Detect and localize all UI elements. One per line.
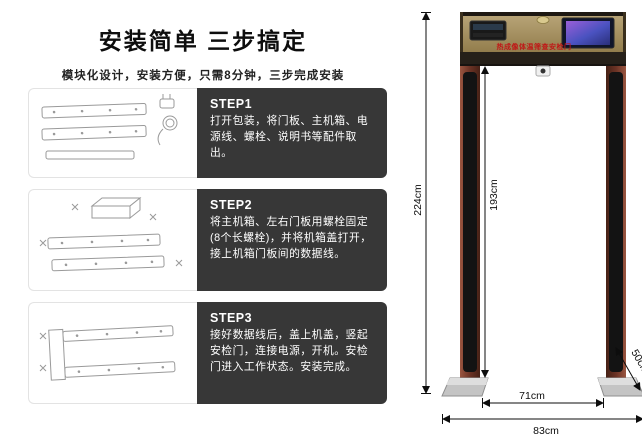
security-gate-figure: 热成像体温筛查安检门 224cm	[412, 0, 642, 440]
assemble-bolts-icon	[39, 196, 183, 272]
steps-list: STEP1 打开包装，将门板、主机箱、电源线、螺栓、说明书等配件取出。	[28, 88, 388, 404]
dimension-inner-height: 193cm	[481, 66, 500, 378]
step1-text: 打开包装，将门板、主机箱、电源线、螺栓、说明书等配件取出。	[210, 115, 369, 159]
installation-guide-panel: 安装简单 三步搞定 模块化设计，安装方便，只需8分钟，三步完成安装	[28, 28, 388, 404]
total-height-label: 224cm	[412, 184, 424, 216]
assembled-gate-icon	[39, 325, 176, 381]
step-row-1: STEP1 打开包装，将门板、主机箱、电源线、螺栓、说明书等配件取出。	[28, 88, 388, 178]
base-depth-label: 50cm	[628, 348, 642, 376]
step3-illustration	[28, 302, 197, 404]
dimension-outer-width: 83cm	[442, 414, 642, 437]
step1-illustration	[28, 88, 197, 178]
gate-crossbar: 热成像体温筛查安检门	[460, 12, 626, 77]
step2-label: STEP2	[210, 198, 253, 212]
page-subtitle: 模块化设计，安装方便，只需8分钟，三步完成安装	[61, 70, 345, 82]
inner-height-label: 193cm	[488, 179, 500, 211]
outer-width-label: 83cm	[533, 425, 559, 437]
dimension-total-height: 224cm	[412, 12, 431, 394]
gate-left-pillar	[460, 66, 480, 378]
step-row-3: STEP3 接好数据线后，盖上机盖，竖起安检门，连接电源，开机。安检门进入工作状…	[28, 302, 388, 404]
brand-logo-icon	[536, 16, 550, 24]
step2-box: STEP2 将主机箱、左右门板用螺栓固定(8个长螺栓)，并将机箱盖打开，接上机箱…	[197, 189, 387, 291]
control-display-icon	[469, 20, 507, 41]
step1-box: STEP1 打开包装，将门板、主机箱、电源线、螺栓、说明书等配件取出。	[197, 88, 387, 178]
step1-label: STEP1	[210, 97, 253, 111]
unpacking-parts-icon	[41, 94, 178, 160]
gate-banner-text: 热成像体温筛查安检门	[497, 42, 572, 51]
gate-illustration: 热成像体温筛查安检门 224cm	[412, 12, 642, 437]
step3-box: STEP3 接好数据线后，盖上机盖，竖起安检门，连接电源，开机。安检门进入工作状…	[197, 302, 387, 404]
page-title: 安装简单 三步搞定	[98, 28, 308, 54]
dimension-inner-width: 71cm	[482, 390, 604, 408]
step2-illustration	[28, 189, 197, 291]
gate-right-pillar	[606, 66, 626, 378]
step2-text: 将主机箱、左右门板用螺栓固定(8个长螺栓)，并将机箱盖打开，接上机箱门板间的数据…	[210, 216, 372, 260]
step-row-2: STEP2 将主机箱、左右门板用螺栓固定(8个长螺栓)，并将机箱盖打开，接上机箱…	[28, 189, 388, 291]
inner-width-label: 71cm	[519, 390, 545, 402]
step3-label: STEP3	[210, 311, 253, 325]
step3-text: 接好数据线后，盖上机盖，竖起安检门，连接电源，开机。安检门进入工作状态。安装完成…	[210, 329, 369, 373]
